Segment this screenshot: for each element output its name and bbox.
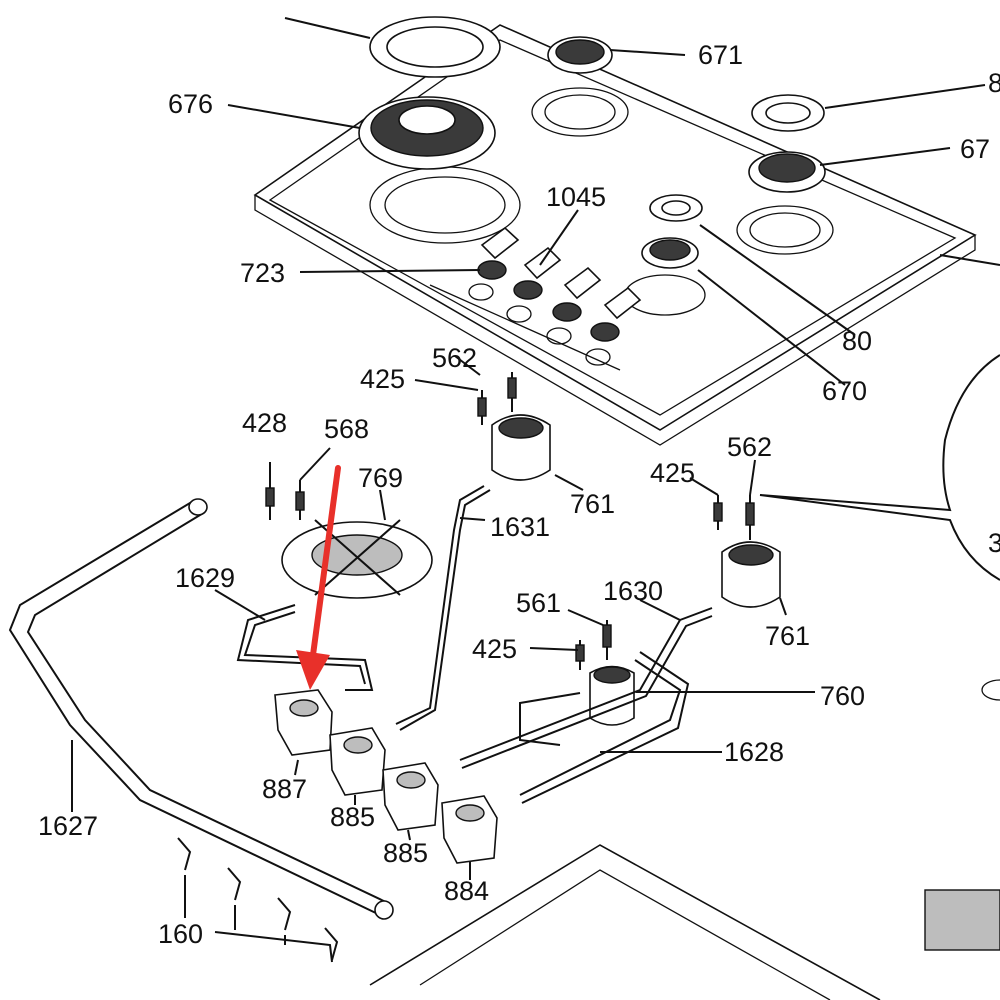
- label-670: 670: [822, 376, 867, 406]
- label-3: 3: [988, 528, 1000, 558]
- label-885-b: 885: [383, 838, 428, 868]
- label-761-right: 761: [765, 621, 810, 651]
- burner-bodies-761: [491, 414, 781, 726]
- burner-base-769: [281, 519, 433, 599]
- gas-valves: [274, 689, 498, 864]
- label-1045: 1045: [546, 182, 606, 212]
- label-769: 769: [358, 463, 403, 493]
- label-887: 887: [262, 774, 307, 804]
- burner-wells: [369, 87, 834, 316]
- spark-plugs: [265, 372, 755, 670]
- label-1627: 1627: [38, 811, 98, 841]
- clips-160: [177, 837, 339, 961]
- label-676: 676: [168, 89, 213, 119]
- burner-parts: [358, 16, 826, 269]
- callout-bubble: [759, 354, 1000, 581]
- label-67: 67: [960, 134, 990, 164]
- label-1630: 1630: [603, 576, 663, 606]
- label-760: 760: [820, 681, 865, 711]
- control-knobs: [468, 226, 642, 366]
- label-561: 561: [516, 588, 561, 618]
- label-425-right: 425: [650, 458, 695, 488]
- part-labels: 671 8 676 67 1045 723 80 670 562 425 428…: [38, 40, 1000, 949]
- gas-tubes: [236, 485, 713, 804]
- highlight-arrow: [296, 465, 341, 690]
- label-761-top: 761: [570, 489, 615, 519]
- label-80: 80: [842, 326, 872, 356]
- label-562-top: 562: [432, 343, 477, 373]
- label-8: 8: [988, 68, 1000, 98]
- label-428: 428: [242, 408, 287, 438]
- label-671: 671: [698, 40, 743, 70]
- label-1628: 1628: [724, 737, 784, 767]
- label-568: 568: [324, 414, 369, 444]
- label-160: 160: [158, 919, 203, 949]
- label-885-a: 885: [330, 802, 375, 832]
- label-562-right: 562: [727, 432, 772, 462]
- label-425-center: 425: [472, 634, 517, 664]
- leader-lines: [71, 17, 1000, 963]
- label-1629: 1629: [175, 563, 235, 593]
- label-723: 723: [240, 258, 285, 288]
- main-gas-pipe: [8, 498, 394, 920]
- label-1631: 1631: [490, 512, 550, 542]
- label-425-top: 425: [360, 364, 405, 394]
- lower-housing: [369, 844, 1000, 1000]
- label-884: 884: [444, 876, 489, 906]
